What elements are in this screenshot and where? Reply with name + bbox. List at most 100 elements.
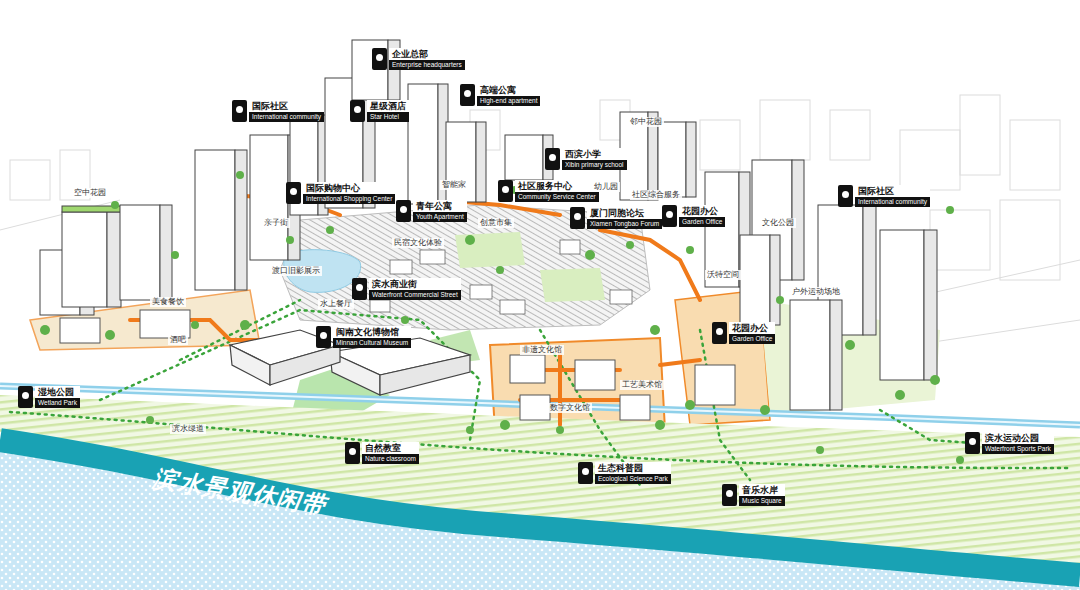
tag-icon	[662, 205, 677, 227]
tag-text: 国际社区International community	[855, 185, 930, 207]
place-name-en: Enterprise headquarters	[389, 60, 465, 70]
place-name-en: Minnan Cultural Museum	[333, 338, 411, 348]
place-name-en: Star Hotel	[367, 112, 409, 122]
place-tag: 国际社区International community	[838, 185, 930, 207]
tag-text: 音乐水岸Music Square	[739, 484, 785, 506]
place-tag: 西滨小学Xibin primary school	[545, 148, 627, 170]
tag-text: 企业总部Enterprise headquarters	[389, 48, 465, 70]
place-tag: 高端公寓High-end apartment	[460, 84, 540, 106]
place-name-en: Waterfront Sports Park	[982, 444, 1054, 454]
place-tag: 国际购物中心International Shopping Center	[286, 182, 395, 204]
area-label: 邻中花园	[628, 117, 664, 127]
tag-text: 湿地公园Wetland Park	[35, 386, 80, 408]
tag-text: 闽南文化博物馆Minnan Cultural Museum	[333, 326, 411, 348]
place-name-en: Community Service Center	[515, 192, 599, 202]
place-name: 滨水运动公园	[982, 432, 1054, 444]
museum-building	[230, 330, 470, 395]
towers	[40, 40, 937, 410]
tag-text: 花园办公Garden Office	[679, 205, 725, 227]
tag-icon	[286, 182, 301, 204]
area-label: 非遗文化馆	[520, 345, 564, 355]
place-name: 星级酒店	[367, 100, 409, 112]
tag-icon	[460, 84, 475, 106]
tag-icon	[396, 200, 411, 222]
place-tag: 自然教室Nature classroom	[345, 442, 419, 464]
tag-icon	[498, 180, 513, 202]
tag-text: 生态科普园Ecological Science Park	[595, 462, 671, 484]
tag-icon	[578, 462, 593, 484]
place-name-en: Garden Office	[679, 217, 725, 227]
area-label: 亲子街	[262, 218, 290, 228]
area-label: 水上餐厅	[318, 299, 354, 309]
area-label: 创意市集	[478, 218, 514, 228]
place-name-en: Waterfront Commercial Street	[369, 290, 461, 300]
area-label: 户外运动场地	[790, 287, 842, 297]
area-label: 幼儿园	[592, 182, 620, 192]
place-name-en: Music Square	[739, 496, 785, 506]
tag-icon	[232, 100, 247, 122]
tag-icon	[545, 148, 560, 170]
tag-text: 国际购物中心International Shopping Center	[303, 182, 395, 204]
place-name: 音乐水岸	[739, 484, 785, 496]
place-tag: 青年公寓Youth Apartment	[396, 200, 467, 222]
place-tag: 生态科普园Ecological Science Park	[578, 462, 671, 484]
place-tag: 国际社区International community	[232, 100, 324, 122]
area-label: 空中花园	[72, 188, 108, 198]
place-name: 厦门同胞论坛	[587, 207, 662, 219]
tag-icon	[350, 100, 365, 122]
place-tag: 企业总部Enterprise headquarters	[372, 48, 465, 70]
place-name: 闽南文化博物馆	[333, 326, 411, 338]
tag-icon	[18, 386, 33, 408]
place-name-en: Wetland Park	[35, 398, 80, 408]
tag-icon	[965, 432, 980, 454]
place-tag: 闽南文化博物馆Minnan Cultural Museum	[316, 326, 411, 348]
place-name: 湿地公园	[35, 386, 80, 398]
place-name-en: Youth Apartment	[413, 212, 467, 222]
place-name: 西滨小学	[562, 148, 627, 160]
area-label: 民宿文化体验	[392, 238, 444, 248]
area-label: 社区综合服务	[630, 190, 682, 200]
tag-icon	[722, 484, 737, 506]
tag-text: 国际社区International community	[249, 100, 324, 122]
place-name: 花园办公	[679, 205, 725, 217]
tag-text: 社区服务中心Community Service Center	[515, 180, 599, 202]
place-name-en: Xibin primary school	[562, 160, 627, 170]
tag-text: 自然教室Nature classroom	[362, 442, 419, 464]
place-tag: 花园办公Garden Office	[712, 322, 775, 344]
place-name: 国际社区	[855, 185, 930, 197]
waterfront-band	[0, 440, 1080, 575]
place-name-en: International Shopping Center	[303, 194, 395, 204]
place-name: 生态科普园	[595, 462, 671, 474]
tag-text: 西滨小学Xibin primary school	[562, 148, 627, 170]
area-label: 文化公园	[760, 218, 796, 228]
tag-text: 花园办公Garden Office	[729, 322, 775, 344]
tag-icon	[345, 442, 360, 464]
place-name: 自然教室	[362, 442, 419, 454]
place-name: 花园办公	[729, 322, 775, 334]
place-name: 企业总部	[389, 48, 465, 60]
area-label: 酒吧	[168, 335, 188, 345]
place-name-en: Garden Office	[729, 334, 775, 344]
area-label: 渡口旧影展示	[270, 266, 322, 276]
tag-icon	[372, 48, 387, 70]
tag-icon	[352, 278, 367, 300]
area-label: 工艺美术馆	[620, 380, 664, 390]
area-label: 滨水绿道	[170, 424, 206, 434]
place-tag: 社区服务中心Community Service Center	[498, 180, 599, 202]
tag-text: 厦门同胞论坛Xiamen Tongbao Forum	[587, 207, 662, 229]
place-name-en: International community	[855, 197, 930, 207]
place-name: 社区服务中心	[515, 180, 599, 192]
tag-icon	[570, 207, 585, 229]
place-tag: 花园办公Garden Office	[662, 205, 725, 227]
place-name-en: Nature classroom	[362, 454, 419, 464]
place-name: 国际购物中心	[303, 182, 395, 194]
area-label: 数字文化馆	[548, 403, 592, 413]
tag-icon	[838, 185, 853, 207]
area-label: 美食餐饮	[150, 297, 186, 307]
tag-text: 滨水运动公园Waterfront Sports Park	[982, 432, 1054, 454]
place-name: 高端公寓	[477, 84, 540, 96]
area-label: 智能家	[440, 180, 468, 190]
tag-text: 青年公寓Youth Apartment	[413, 200, 467, 222]
trees	[40, 171, 964, 464]
